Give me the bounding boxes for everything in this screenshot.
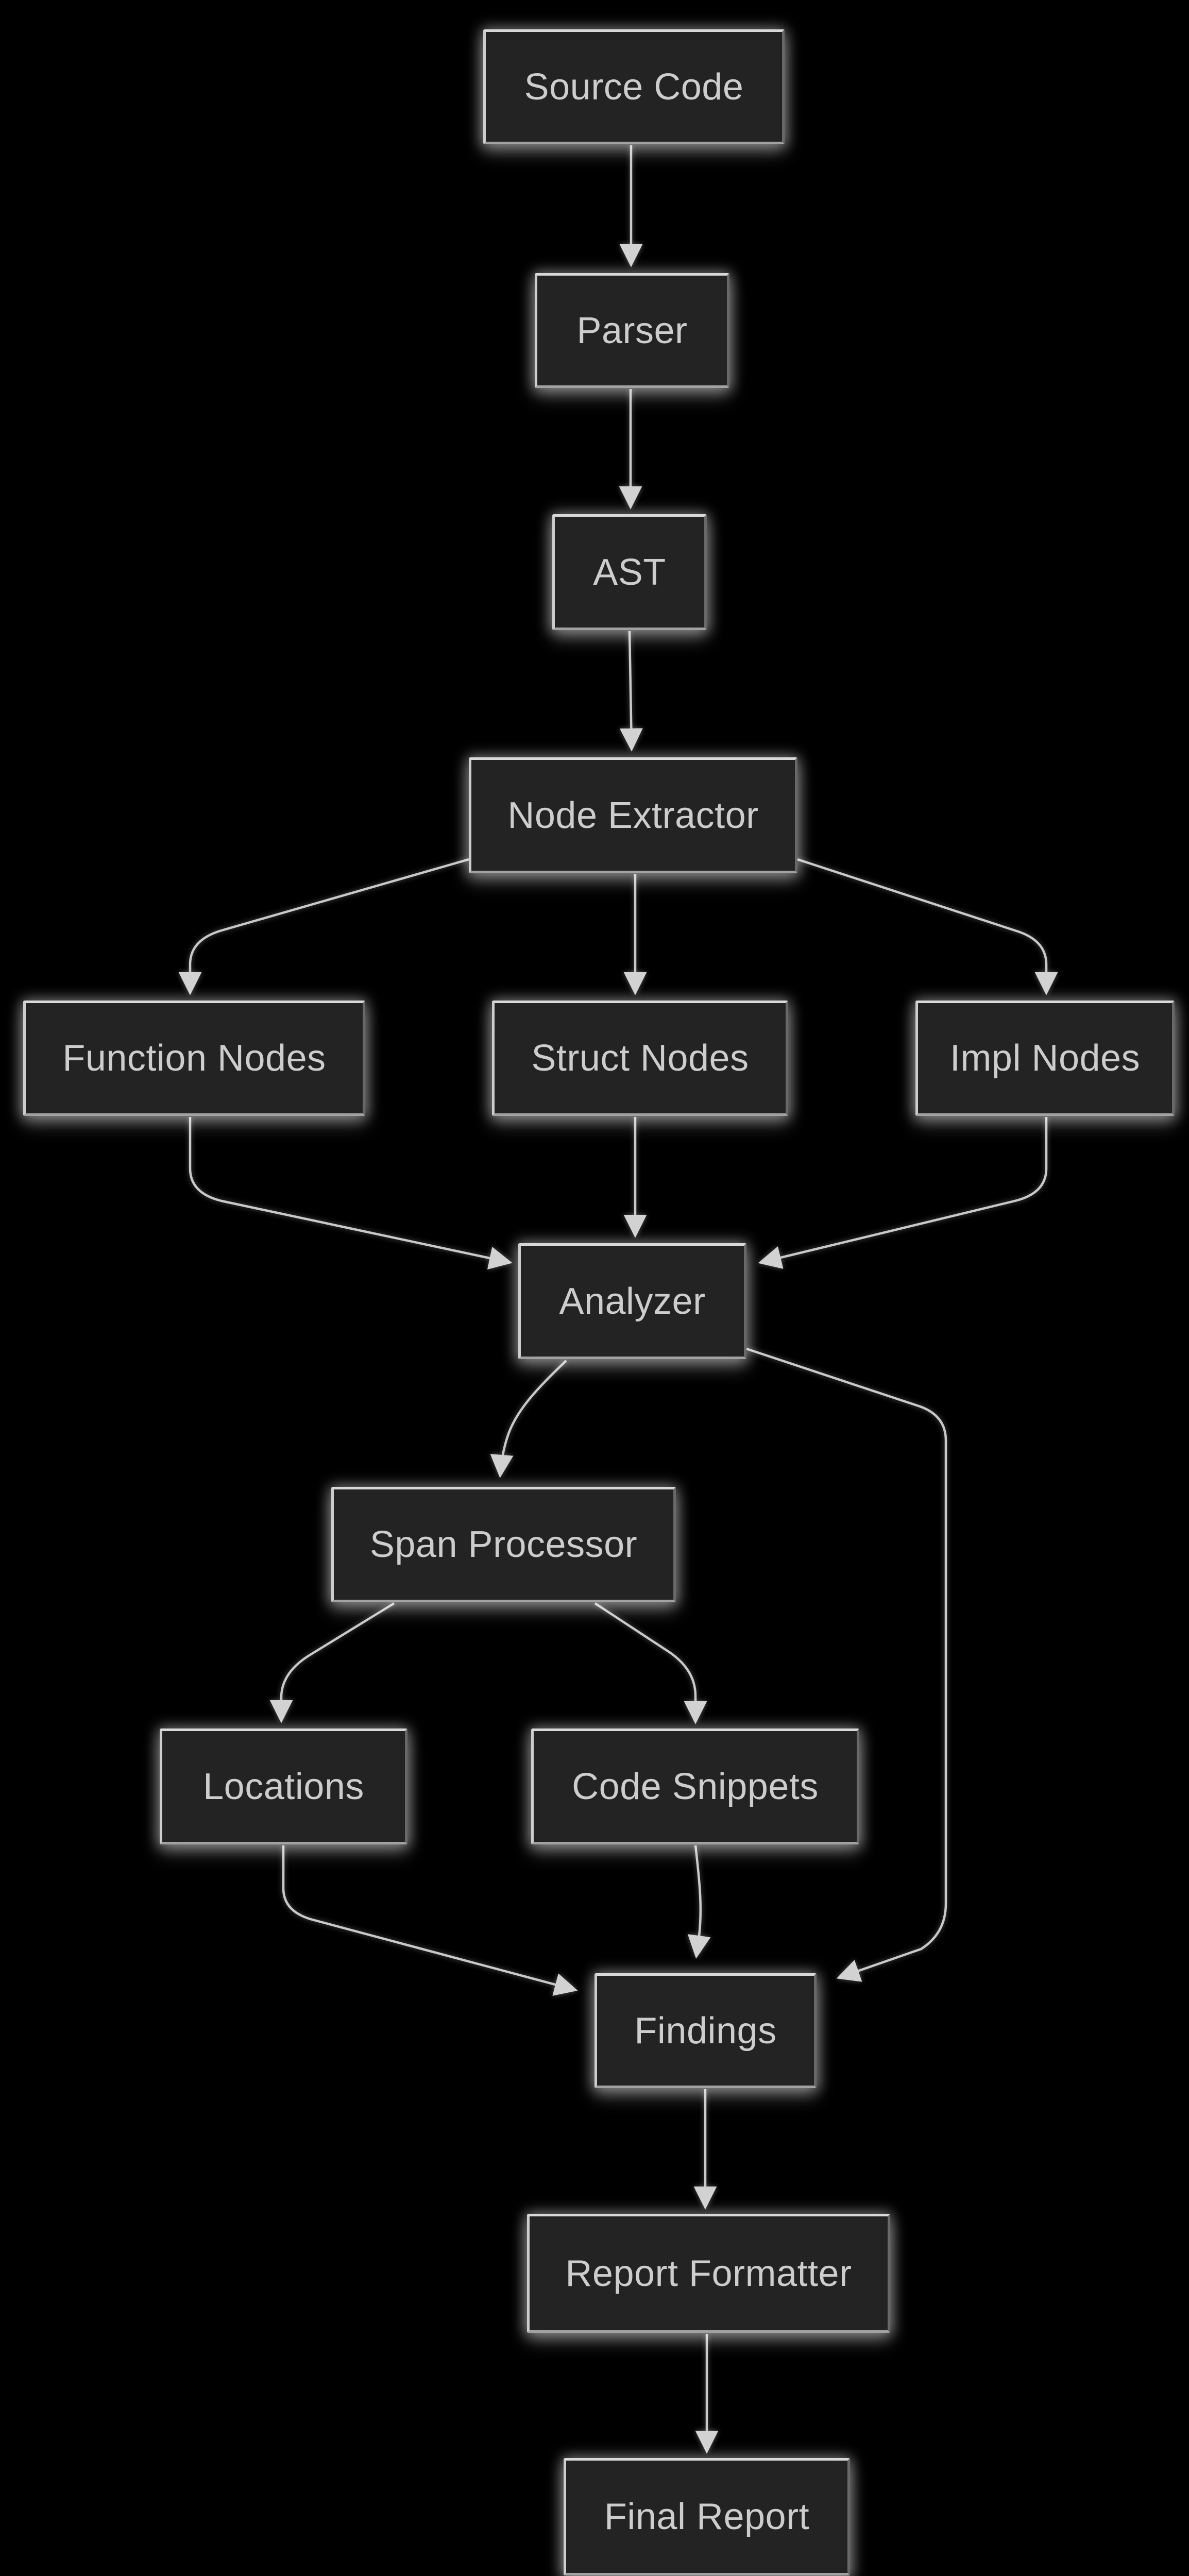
node-label-impl-nodes: Impl Nodes: [949, 1038, 1141, 1079]
node-parser: Parser: [535, 273, 729, 388]
node-label-report-formatter: Report Formatter: [565, 2252, 852, 2294]
node-label-ast: AST: [593, 551, 666, 593]
node-code-snippets: Code Snippets: [531, 1728, 859, 1844]
node-function-nodes: Function Nodes: [23, 1001, 365, 1116]
node-report-formatter: Report Formatter: [527, 2214, 890, 2333]
edge-span-processor-to-locations: [269, 1602, 395, 1723]
node-source-code: Source Code: [483, 29, 785, 144]
node-label-final-report: Final Report: [604, 2496, 810, 2537]
node-span-processor: Span Processor: [331, 1487, 676, 1602]
edge-locations-to-findings: [282, 1845, 578, 1996]
node-label-locations: Locations: [203, 1766, 364, 1807]
node-node-extractor: Node Extractor: [469, 757, 797, 873]
edge-impl-nodes-to-analyzer: [758, 1117, 1048, 1269]
node-label-findings: Findings: [634, 2010, 777, 2052]
node-label-span-processor: Span Processor: [369, 1524, 638, 1565]
edge-ast-to-node-extractor: [619, 631, 643, 752]
node-struct-nodes: Struct Nodes: [492, 1001, 788, 1116]
node-label-struct-nodes: Struct Nodes: [531, 1038, 749, 1079]
edge-code-snippets-to-findings: [687, 1845, 711, 1959]
node-findings: Findings: [594, 1973, 817, 2088]
node-final-report: Final Report: [564, 2458, 850, 2575]
node-label-function-nodes: Function Nodes: [62, 1038, 326, 1079]
edge-node-extractor-to-impl-nodes: [797, 858, 1058, 995]
node-label-code-snippets: Code Snippets: [572, 1766, 819, 1807]
node-ast: AST: [552, 514, 707, 630]
node-locations: Locations: [160, 1728, 407, 1844]
node-label-parser: Parser: [576, 310, 688, 351]
edge-function-nodes-to-analyzer: [189, 1117, 513, 1270]
node-analyzer: Analyzer: [518, 1243, 746, 1359]
node-label-node-extractor: Node Extractor: [507, 794, 759, 836]
node-label-analyzer: Analyzer: [559, 1280, 706, 1322]
node-label-source-code: Source Code: [524, 66, 744, 108]
edge-node-extractor-to-function-nodes: [178, 858, 469, 995]
edge-analyzer-to-span-processor: [490, 1360, 567, 1478]
node-impl-nodes: Impl Nodes: [915, 1001, 1175, 1116]
edge-span-processor-to-code-snippets: [594, 1602, 707, 1724]
edge-analyzer-to-findings: [746, 1347, 947, 1982]
